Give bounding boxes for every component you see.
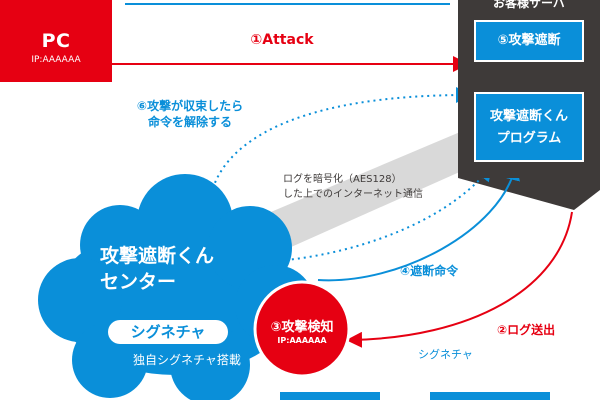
center-title-line-2: センター bbox=[100, 271, 177, 293]
encrypted-channel-band bbox=[240, 132, 482, 260]
program-box: 攻撃遮断くん プログラム bbox=[474, 92, 584, 162]
pc-label: PC bbox=[41, 30, 71, 52]
program-line-2: プログラム bbox=[496, 131, 562, 146]
log-send-label: ②ログ送出 bbox=[497, 323, 556, 337]
signature-pill: シグネチャ bbox=[108, 320, 228, 344]
center-title: 攻撃遮断くん センター bbox=[100, 243, 300, 295]
pc-ip: IP:AAAAAA bbox=[31, 55, 81, 65]
detection-badge bbox=[253, 280, 351, 378]
bottom-bar-right bbox=[430, 392, 550, 400]
attack-block-box: ⑤攻撃遮断 bbox=[474, 20, 584, 62]
detection-title: ③攻撃検知 bbox=[270, 320, 334, 335]
release-line-1: ⑥攻撃が収束したら bbox=[136, 99, 244, 113]
pc-box bbox=[0, 0, 112, 82]
release-label: ⑥攻撃が収束したら 命令を解除する bbox=[120, 98, 260, 130]
signature-flow-label: シグネチャ bbox=[418, 348, 473, 361]
encryption-line-2: した上でのインターネット通信 bbox=[283, 189, 423, 200]
block-command-label: ④遮断命令 bbox=[400, 264, 459, 278]
server-shadow bbox=[458, 178, 600, 210]
log-send-arrow bbox=[346, 211, 573, 348]
bottom-bar-left bbox=[280, 392, 380, 400]
program-line-1: 攻撃遮断くん bbox=[489, 109, 568, 124]
center-title-line-1: 攻撃遮断くん bbox=[100, 245, 215, 267]
attack-label: ①Attack bbox=[250, 32, 314, 48]
customer-server-title: お客様サーバ bbox=[493, 0, 565, 10]
detection-ip: IP:AAAAAA bbox=[277, 336, 327, 345]
encryption-line-1: ログを暗号化（AES128） bbox=[283, 174, 402, 185]
encryption-label: ログを暗号化（AES128） した上でのインターネット通信 bbox=[283, 172, 483, 202]
block-command-arrow bbox=[317, 164, 520, 282]
signature-description: 独自シグネチャ搭載 bbox=[133, 353, 241, 367]
release-line-2: 命令を解除する bbox=[147, 115, 232, 129]
